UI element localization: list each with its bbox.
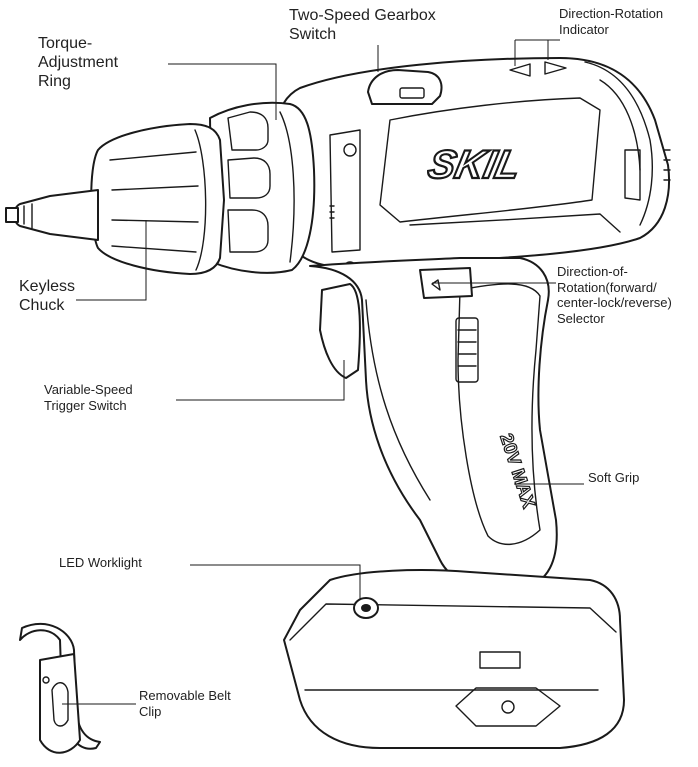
- leader-direction-indicator: [514, 39, 560, 66]
- callout-trigger: Variable-Speed Trigger Switch: [44, 382, 133, 413]
- callout-torque-ring: Torque- Adjustment Ring: [38, 35, 119, 91]
- callout-soft-grip: Soft Grip: [588, 470, 640, 485]
- torque-ring: [209, 101, 316, 274]
- callout-two-speed-gearbox: Two-Speed Gearbox Switch: [289, 7, 436, 44]
- battery-release: [455, 687, 561, 727]
- callout-led-worklight: LED Worklight: [59, 555, 142, 570]
- trigger: [319, 283, 361, 379]
- callout-belt-clip: Removable Belt Clip: [139, 688, 231, 719]
- leader-trigger: [176, 360, 345, 401]
- battery-base: [283, 569, 625, 749]
- keyless-chuck: [90, 123, 225, 275]
- handle: [309, 257, 558, 590]
- callout-keyless-chuck: Keyless Chuck: [19, 278, 76, 315]
- belt-clip: [19, 622, 101, 750]
- leader-torque: [168, 63, 277, 120]
- callout-direction-selector: Direction-of- Rotation(forward/ center-l…: [557, 264, 672, 326]
- gear-switch: [367, 69, 443, 105]
- leader-worklight: [190, 564, 361, 600]
- direction-indicator-arrows: [509, 61, 567, 77]
- brand-logo: SKIL: [424, 141, 525, 186]
- chuck-nose: [13, 189, 99, 241]
- soft-grip: [457, 283, 541, 545]
- leader-chuck: [76, 220, 147, 301]
- callout-direction-indicator: Direction-Rotation Indicator: [559, 6, 664, 37]
